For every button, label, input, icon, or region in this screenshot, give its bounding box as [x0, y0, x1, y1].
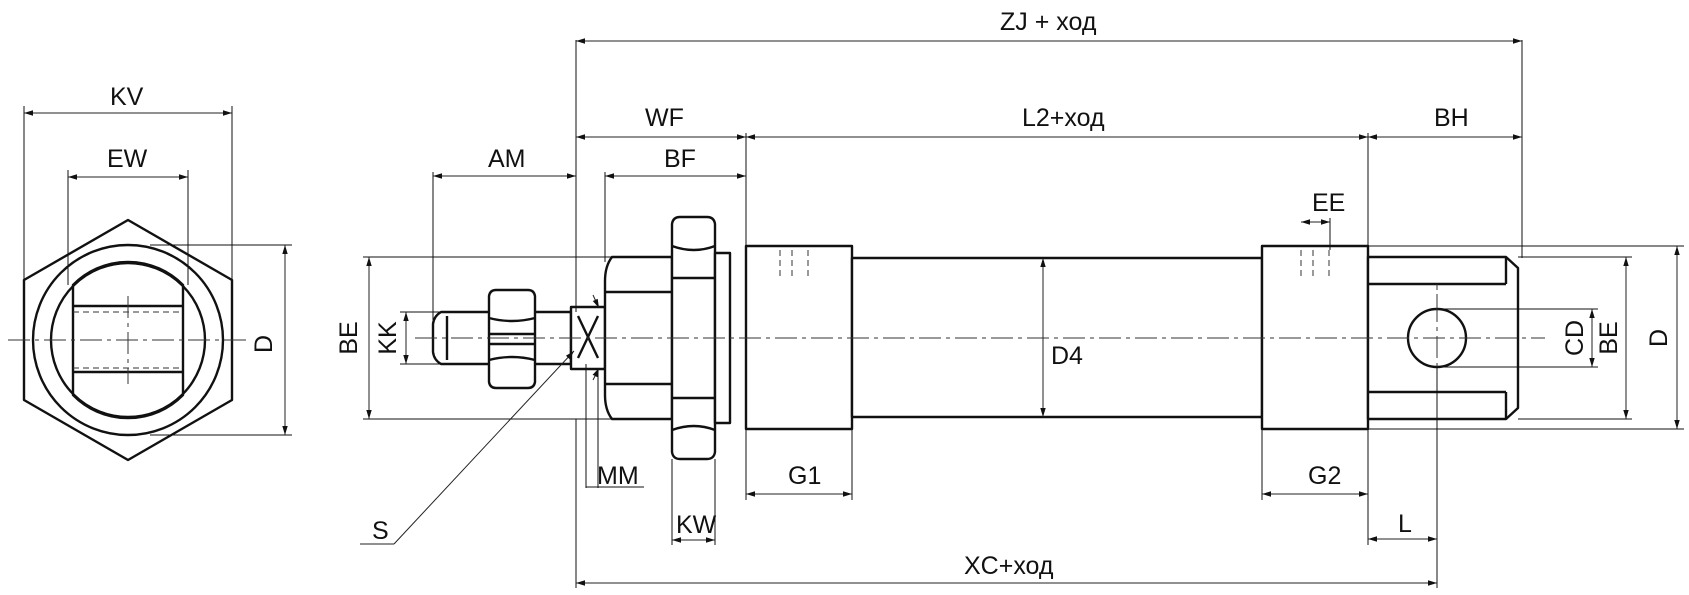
label-ee: EE	[1312, 189, 1345, 217]
label-be-left: BE	[335, 321, 363, 354]
rod-lock-nut	[487, 288, 537, 390]
label-g1: G1	[788, 462, 821, 490]
end-view	[8, 218, 248, 462]
dimension-labels: KV EW D ZJ + ход WF L2+ход BH AM BF EE B…	[107, 8, 1673, 580]
label-g2: G2	[1308, 462, 1341, 490]
label-kk: KK	[374, 321, 402, 355]
label-d4: D4	[1051, 342, 1083, 370]
label-bf: BF	[664, 145, 696, 173]
label-wf: WF	[645, 104, 684, 132]
rod-flats-profile	[71, 260, 185, 420]
label-zj: ZJ + ход	[1000, 8, 1097, 36]
label-s: S	[372, 517, 389, 545]
front-cap	[744, 244, 854, 431]
side-view-dimensions	[360, 38, 1684, 588]
label-mm: MM	[597, 462, 639, 490]
label-l: L	[1398, 510, 1412, 538]
label-d-left: D	[250, 335, 278, 353]
end-view-dimensions	[23, 106, 292, 436]
label-am: AM	[488, 145, 526, 173]
label-kw: KW	[676, 511, 717, 539]
label-bh: BH	[1434, 104, 1469, 132]
label-be-right: BE	[1595, 321, 1623, 354]
outer-circle	[31, 243, 225, 437]
label-d-right: D	[1645, 329, 1673, 347]
label-kv: KV	[110, 83, 144, 111]
side-view	[415, 215, 1545, 461]
label-cd: CD	[1561, 320, 1589, 356]
label-ew: EW	[107, 145, 148, 173]
label-xc: XC+ход	[964, 552, 1054, 580]
label-l2: L2+ход	[1022, 104, 1105, 132]
